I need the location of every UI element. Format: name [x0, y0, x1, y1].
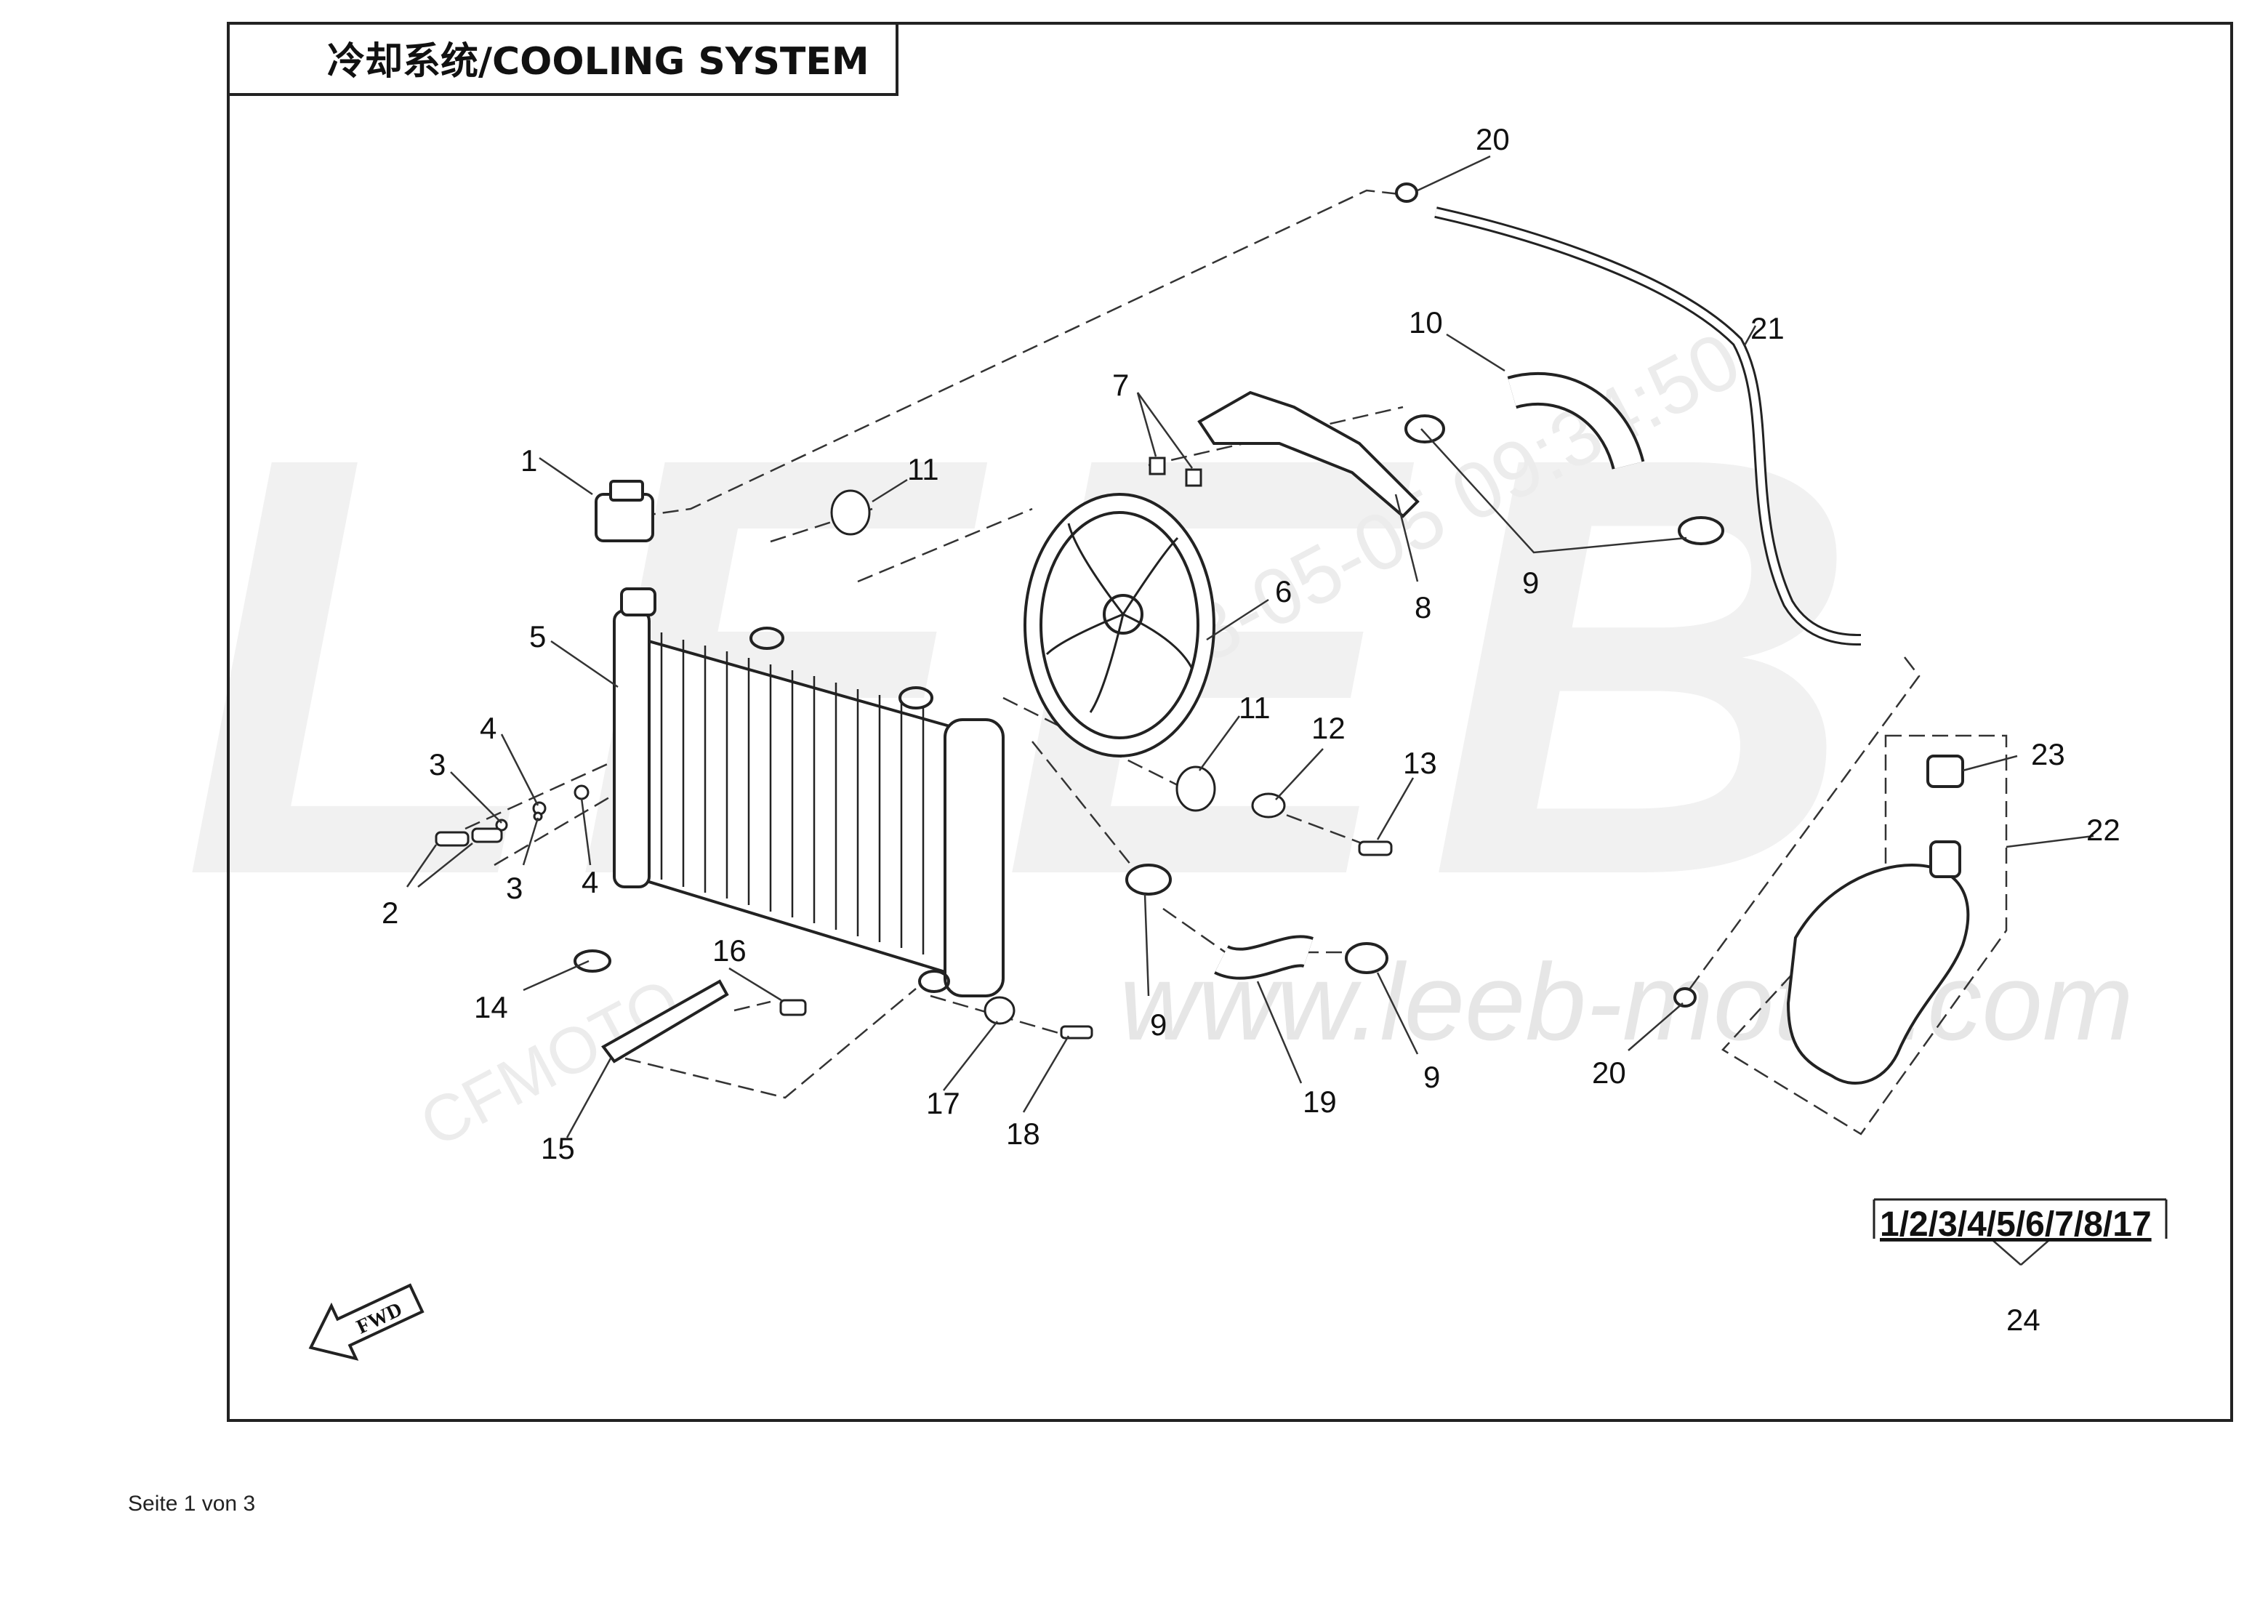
part-label-20b: 20 [1592, 1056, 1626, 1090]
filler-cap-part [595, 480, 654, 542]
hoses-part [1214, 206, 1862, 980]
part-label-19: 19 [1303, 1085, 1337, 1119]
watermark-brand: LEEB [182, 333, 1888, 999]
part-label-7: 7 [1112, 368, 1129, 402]
part-label-11a: 11 [907, 452, 939, 486]
part-label-9c: 9 [1423, 1060, 1440, 1094]
part-label-20a: 20 [1476, 122, 1510, 156]
part-label-10: 10 [1409, 305, 1443, 339]
stay-bracket-part [574, 949, 729, 1064]
fan-assembly-part [1024, 493, 1215, 757]
part-label-4b: 4 [582, 865, 598, 899]
part-label-13: 13 [1403, 746, 1437, 780]
part-label-5: 5 [529, 619, 546, 654]
bracket-part [1197, 390, 1420, 518]
diagram-frame [227, 22, 2233, 1422]
title-box: 冷却系统/COOLING SYSTEM [227, 22, 898, 96]
part-label-2: 2 [382, 896, 398, 930]
part-label-1: 1 [520, 443, 537, 478]
part-labels: 1 2 3 3 4 4 5 6 7 8 9 9 9 10 11 11 12 13… [382, 122, 2120, 1337]
part-label-21: 21 [1750, 311, 1785, 345]
part-label-14: 14 [474, 990, 508, 1024]
reservoir-tank-part [1786, 755, 1970, 1085]
part-label-3b: 3 [506, 871, 523, 905]
part-label-11b: 11 [1239, 691, 1271, 725]
part-label-3a: 3 [429, 747, 446, 781]
page-footer: Seite 1 von 3 [128, 1492, 256, 1516]
leader-lines [406, 155, 2094, 1266]
fwd-arrow-icon: FWD [308, 1283, 425, 1361]
part-label-9b: 9 [1150, 1008, 1167, 1042]
hose-clamps-part [1125, 182, 1724, 1008]
part-label-6: 6 [1275, 574, 1292, 608]
clips-part [1149, 457, 1202, 487]
part-label-22: 22 [2086, 813, 2120, 847]
part-label-18: 18 [1006, 1117, 1040, 1151]
part-label-8: 8 [1415, 590, 1431, 624]
part-label-4a: 4 [480, 711, 496, 745]
radiator-part [613, 587, 1005, 997]
part-label-17: 17 [926, 1086, 960, 1120]
diagram-title: 冷却系统/COOLING SYSTEM [327, 40, 869, 84]
part-label-12: 12 [1311, 711, 1346, 745]
kit-note: 1/2/3/4/5/6/7/8/17 [1873, 1198, 2168, 1244]
part-label-15: 15 [541, 1131, 575, 1165]
watermark-layer: LEEB www.leeb-motor.com CFMOTO 2023-05-0… [182, 315, 2134, 1162]
part-label-24: 24 [2006, 1303, 2040, 1337]
small-hardware [435, 489, 1393, 1040]
part-label-16: 16 [712, 933, 747, 968]
part-label-23: 23 [2031, 737, 2065, 771]
part-label-9a: 9 [1522, 566, 1539, 600]
kit-note-text: 1/2/3/4/5/6/7/8/17 [1880, 1205, 2152, 1244]
